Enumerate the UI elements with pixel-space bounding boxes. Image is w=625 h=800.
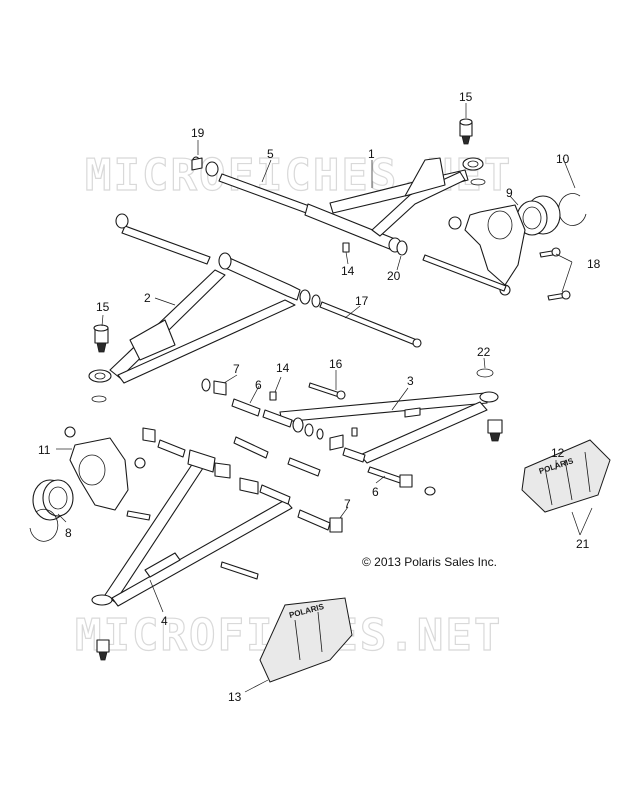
leader-lines (56, 103, 593, 693)
part-8-wheel-bearing (32, 479, 74, 521)
part-4-lower-a-arm (91, 449, 293, 661)
part-8-snap-ring (29, 508, 59, 542)
callout-13: 13 (228, 690, 242, 704)
part-14-grease-fitting-top (342, 242, 350, 253)
callout-22: 22 (477, 345, 491, 359)
part-17-long-bolt (299, 289, 422, 348)
callout-14-top: 14 (341, 264, 355, 278)
callout-7-bottom: 7 (344, 497, 351, 511)
callouts: 19 5 1 15 10 9 18 14 20 2 17 15 22 14 16… (38, 90, 601, 704)
callout-16: 16 (329, 357, 343, 371)
callout-7-top: 7 (233, 362, 240, 376)
callout-8: 8 (65, 526, 72, 540)
lower-arm-pivot-hardware (201, 378, 366, 463)
callout-12: 12 (551, 446, 565, 460)
callout-18: 18 (587, 257, 601, 271)
callout-15-left: 15 (96, 300, 110, 314)
part-2-upper-a-arm (88, 213, 301, 403)
part-12-skid-guard-right: POLARIS (521, 439, 611, 513)
lower-right-bolts (367, 466, 436, 496)
part-9-wheel-bearing (516, 195, 561, 236)
lower-left-pivot-hardware (142, 427, 343, 580)
part-22-ring (476, 368, 494, 378)
part-13-skid-guard-bottom: POLARIS (259, 597, 353, 683)
callout-1: 1 (368, 147, 375, 161)
long-bolt-upper (422, 254, 507, 292)
left-steering-knuckle (64, 426, 151, 521)
callout-19: 19 (191, 126, 205, 140)
callout-15-top: 15 (459, 90, 473, 104)
part-15-ball-joint-top (459, 118, 473, 145)
callout-9: 9 (506, 186, 513, 200)
callout-21: 21 (576, 537, 590, 551)
callout-3: 3 (407, 374, 414, 388)
callout-6-bottom: 6 (372, 485, 379, 499)
callout-5: 5 (267, 147, 274, 161)
part-10-snap-ring (558, 193, 587, 226)
callout-11: 11 (38, 443, 51, 457)
callout-17: 17 (355, 294, 369, 308)
part-3-lower-a-arm (279, 391, 503, 464)
callout-6-top: 6 (255, 378, 262, 392)
part-19-bushing (191, 157, 203, 171)
copyright-notice: © 2013 Polaris Sales Inc. (362, 555, 497, 569)
callout-4: 4 (161, 614, 168, 628)
callout-2: 2 (144, 291, 151, 305)
part-15-ball-joint-left (93, 324, 109, 353)
callout-20: 20 (387, 269, 401, 283)
callout-14-mid: 14 (276, 361, 290, 375)
part-20-washer (396, 240, 408, 256)
callout-10: 10 (556, 152, 570, 166)
part-1-upper-a-arm (304, 157, 486, 253)
right-steering-knuckle (448, 204, 526, 296)
part-18-bolts (539, 247, 571, 301)
